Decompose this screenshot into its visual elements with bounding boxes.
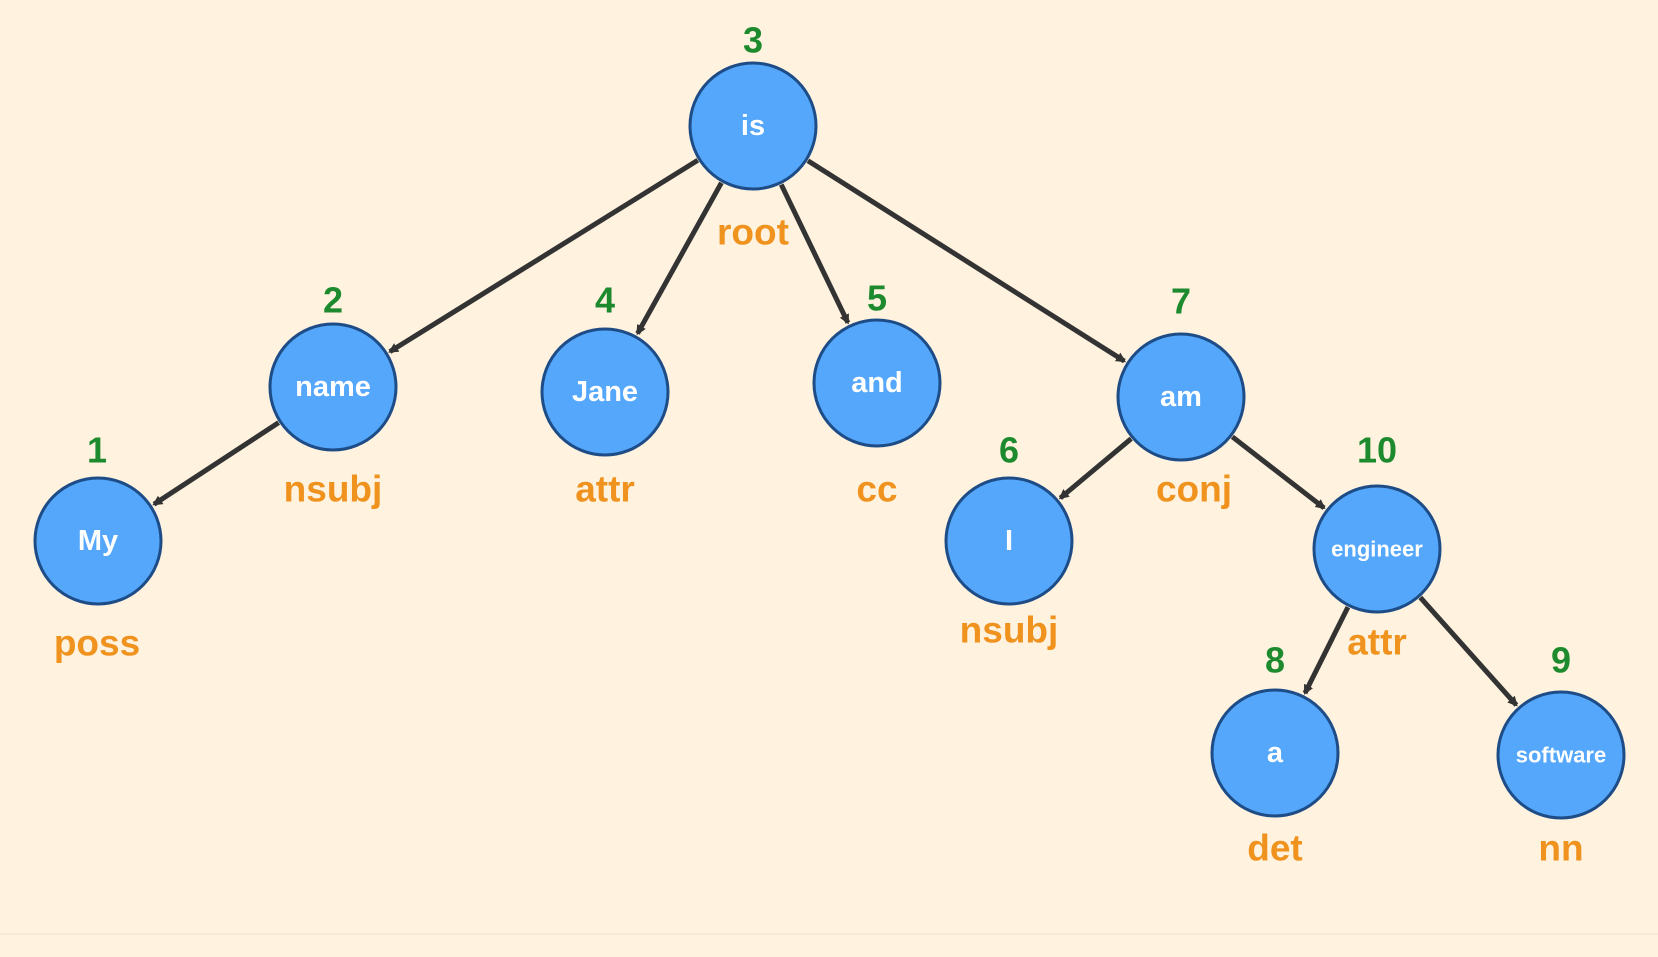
- edge-7-to-10: [1230, 434, 1326, 510]
- dependency-label: nsubj: [284, 469, 383, 510]
- edge-7-to-6: [1058, 436, 1133, 500]
- tree-node-7: am 7 conj: [1116, 281, 1246, 510]
- node-circle: [1496, 690, 1626, 820]
- node-circle: [812, 318, 942, 448]
- node-index: 6: [999, 430, 1019, 471]
- node-circle: [1210, 688, 1340, 818]
- node-index: 1: [87, 430, 107, 471]
- node-word: Jane: [572, 376, 638, 408]
- node-index: 2: [323, 280, 343, 321]
- tree-node-4: Jane 4 attr: [540, 280, 670, 510]
- dependency-label: root: [717, 212, 789, 253]
- node-index: 4: [595, 280, 615, 321]
- edge-3-to-4: [635, 181, 724, 336]
- edges-layer: [152, 158, 1519, 707]
- dependency-label: det: [1247, 828, 1303, 869]
- tree-node-9: software 9 nn: [1496, 640, 1626, 869]
- edge-10-to-8: [1302, 606, 1351, 695]
- tree-node-1: My 1 poss: [33, 430, 163, 664]
- node-circle: [33, 476, 163, 606]
- node-word: am: [1160, 381, 1202, 413]
- dependency-label: nsubj: [960, 610, 1059, 651]
- node-word: engineer: [1331, 537, 1423, 562]
- tree-node-2: name 2 nsubj: [268, 280, 398, 510]
- nodes-layer: My1possname2nsubjis3rootJane4attrand5ccI…: [33, 20, 1626, 869]
- tree-node-6: I 6 nsubj: [944, 430, 1074, 651]
- node-circle: [540, 327, 670, 457]
- node-index: 8: [1265, 640, 1285, 681]
- node-index: 7: [1171, 281, 1191, 322]
- dependency-label: conj: [1156, 469, 1232, 510]
- node-word: name: [295, 371, 371, 403]
- tree-node-8: a 8 det: [1210, 640, 1340, 869]
- edge-10-to-9: [1418, 595, 1519, 707]
- node-index: 5: [867, 278, 887, 319]
- dependency-label: attr: [575, 469, 635, 510]
- edge-3-to-7: [806, 158, 1127, 364]
- node-word: and: [851, 367, 903, 399]
- tree-node-5: and 5 cc: [812, 278, 942, 510]
- node-word: is: [741, 110, 765, 142]
- dependency-label: cc: [856, 469, 897, 510]
- node-word: software: [1516, 743, 1606, 768]
- node-index: 3: [743, 20, 763, 61]
- dependency-label: poss: [54, 623, 140, 664]
- node-word: I: [1005, 525, 1013, 557]
- edge-3-to-5: [778, 183, 851, 325]
- edge-3-to-2: [388, 158, 700, 354]
- edge-2-to-1: [152, 420, 281, 507]
- node-circle: [688, 61, 818, 191]
- node-index: 9: [1551, 640, 1571, 681]
- node-circle: [944, 476, 1074, 606]
- node-word: a: [1267, 737, 1284, 769]
- tree-node-3: is 3 root: [688, 20, 818, 253]
- dependency-label: nn: [1538, 828, 1583, 869]
- node-circle: [1312, 484, 1442, 614]
- tree-node-10: engineer 10 attr: [1312, 430, 1442, 663]
- dependency-label: attr: [1347, 622, 1407, 663]
- node-circle: [1116, 332, 1246, 462]
- node-index: 10: [1357, 430, 1397, 471]
- node-circle: [268, 322, 398, 452]
- node-word: My: [78, 525, 118, 557]
